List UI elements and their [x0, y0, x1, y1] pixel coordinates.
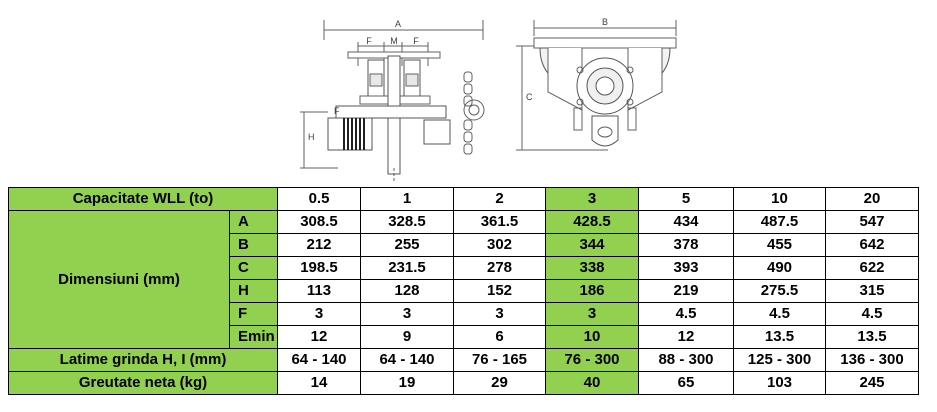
- value-cell: 302: [453, 233, 546, 257]
- value-cell: 76 - 165: [453, 348, 546, 372]
- dimension-row-a: Dimensiuni (mm) A 308.5 328.5 361.5 428.…: [8, 210, 919, 349]
- specifications-table: Capacitate WLL (to) 0.5 1 2 3 5 10 20 Di…: [8, 187, 919, 395]
- value-cell: 255: [360, 233, 454, 257]
- value-cell: 487.5: [733, 210, 826, 234]
- value-cell: 76 - 300: [545, 348, 639, 372]
- dimension-row-h: H 113 128 152 186 219 275.5 315: [9, 279, 919, 303]
- trolley-side-view-drawing: A F M F H F: [300, 19, 485, 182]
- dimension-row-c: C 198.5 231.5 278 338 393 490 622: [9, 256, 919, 280]
- capacity-cell: 1: [360, 187, 454, 211]
- param-label: A: [229, 210, 278, 234]
- dimension-row-emin: Emin 12 9 6 10 12 13.5 13.5: [9, 325, 919, 349]
- value-cell: 278: [453, 256, 546, 280]
- capacity-row: Capacitate WLL (to) 0.5 1 2 3 5 10 20: [8, 187, 919, 211]
- value-cell: 65: [638, 371, 734, 395]
- capacity-cell: 3: [545, 187, 639, 211]
- param-label: H: [229, 279, 278, 303]
- value-cell: 3: [545, 302, 639, 326]
- value-cell: 212: [277, 233, 361, 257]
- value-cell: 186: [545, 279, 639, 303]
- value-cell: 29: [453, 371, 546, 395]
- value-cell: 455: [733, 233, 826, 257]
- value-cell: 344: [545, 233, 639, 257]
- value-cell: 64 - 140: [277, 348, 361, 372]
- param-label: F: [229, 302, 278, 326]
- value-cell: 6: [453, 325, 546, 349]
- capacity-cell: 5: [638, 187, 734, 211]
- param-label: Emin: [229, 325, 278, 349]
- value-cell: 361.5: [453, 210, 546, 234]
- param-label: B: [229, 233, 278, 257]
- value-cell: 103: [733, 371, 826, 395]
- capacity-label: Capacitate WLL (to): [8, 187, 278, 211]
- value-cell: 275.5: [733, 279, 826, 303]
- value-cell: 198.5: [277, 256, 361, 280]
- value-cell: 4.5: [733, 302, 826, 326]
- value-cell: 88 - 300: [638, 348, 734, 372]
- capacity-cell: 20: [825, 187, 919, 211]
- value-cell: 393: [638, 256, 734, 280]
- value-cell: 152: [453, 279, 546, 303]
- beam-width-label: Latime grinda H, I (mm): [8, 348, 278, 372]
- value-cell: 434: [638, 210, 734, 234]
- value-cell: 13.5: [825, 325, 919, 349]
- value-cell: 64 - 140: [360, 348, 454, 372]
- value-cell: 3: [360, 302, 454, 326]
- value-cell: 9: [360, 325, 454, 349]
- capacity-cell: 0.5: [277, 187, 361, 211]
- value-cell: 113: [277, 279, 361, 303]
- value-cell: 490: [733, 256, 826, 280]
- capacity-cell: 10: [733, 187, 826, 211]
- beam-width-row: Latime grinda H, I (mm) 64 - 140 64 - 14…: [8, 348, 919, 372]
- value-cell: 378: [638, 233, 734, 257]
- value-cell: 308.5: [277, 210, 361, 234]
- value-cell: 547: [825, 210, 919, 234]
- dim-b-label: B: [602, 17, 608, 27]
- dim-f-left-label: F: [366, 36, 372, 46]
- trolley-front-view-drawing: B C: [516, 17, 677, 151]
- value-cell: 3: [453, 302, 546, 326]
- dim-h-label: H: [308, 132, 315, 142]
- value-cell: 622: [825, 256, 919, 280]
- value-cell: 245: [825, 371, 919, 395]
- dim-a-label: A: [395, 19, 401, 29]
- value-cell: 231.5: [360, 256, 454, 280]
- value-cell: 14: [277, 371, 361, 395]
- dim-f-right-label: F: [413, 36, 419, 46]
- value-cell: 3: [277, 302, 361, 326]
- value-cell: 642: [825, 233, 919, 257]
- value-cell: 428.5: [545, 210, 639, 234]
- net-weight-label: Greutate neta (kg): [8, 371, 278, 395]
- value-cell: 4.5: [638, 302, 734, 326]
- value-cell: 12: [277, 325, 361, 349]
- value-cell: 328.5: [360, 210, 454, 234]
- value-cell: 40: [545, 371, 639, 395]
- dimension-row-f: F 3 3 3 3 4.5 4.5 4.5: [9, 302, 919, 326]
- value-cell: 10: [545, 325, 639, 349]
- capacity-cell: 2: [453, 187, 546, 211]
- dim-m-label: M: [390, 36, 398, 46]
- value-cell: 136 - 300: [825, 348, 919, 372]
- value-cell: 125 - 300: [733, 348, 826, 372]
- value-cell: 13.5: [733, 325, 826, 349]
- value-cell: 219: [638, 279, 734, 303]
- value-cell: 12: [638, 325, 734, 349]
- value-cell: 128: [360, 279, 454, 303]
- technical-drawings: A F M F H F: [0, 0, 937, 186]
- value-cell: 4.5: [825, 302, 919, 326]
- net-weight-row: Greutate neta (kg) 14 19 29 40 65 103 24…: [8, 371, 919, 395]
- dim-f-side-label: F: [334, 106, 340, 116]
- param-label: C: [229, 256, 278, 280]
- value-cell: 315: [825, 279, 919, 303]
- dim-c-label: C: [526, 92, 533, 102]
- dimension-row-b: B 212 255 302 344 378 455 642: [9, 233, 919, 257]
- value-cell: 19: [360, 371, 454, 395]
- value-cell: 338: [545, 256, 639, 280]
- dimensions-label: Dimensiuni (mm): [8, 210, 230, 349]
